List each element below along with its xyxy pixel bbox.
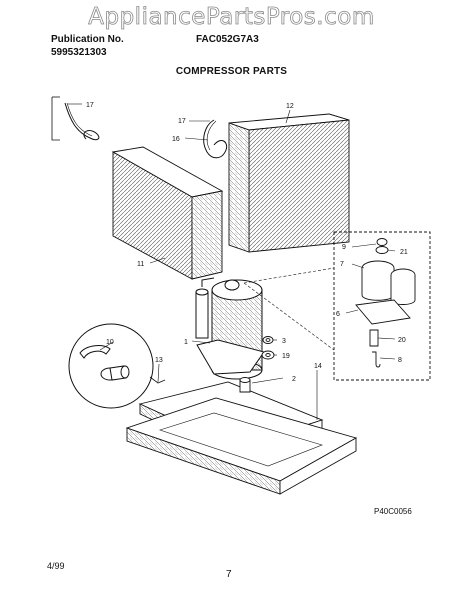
figure-code: P40C0056 [374,507,412,516]
callout-16: 16 [172,136,180,143]
model-number: FAC052G7A3 [196,34,259,45]
callout-6: 6 [336,311,340,318]
inset-connector [243,267,335,351]
tube-part-17-left [51,96,100,141]
revision-date: 4/99 [47,561,65,571]
callout-11: 11 [137,261,144,268]
publication-label: Publication No. [51,34,124,45]
callout-9: 9 [342,244,346,251]
callout-2: 2 [292,376,296,383]
callout-7: 7 [340,261,344,268]
capacitor-inset-part-10 [68,323,166,409]
callout-17-left: 17 [86,102,94,109]
callout-12: 12 [286,103,294,110]
grommet-part-3 [262,336,274,344]
washer-part-19 [261,350,275,360]
coil-part-11 [111,146,224,280]
callout-21: 21 [400,249,408,256]
publication-number: 5995321303 [51,47,107,58]
callout-19: 19 [282,353,290,360]
callout-14: 14 [314,363,322,370]
page-number: 7 [226,569,232,580]
base-pan-part-14 [125,397,358,495]
tube-part-16-17 [203,119,228,159]
coil-part-12 [228,113,350,253]
callout-13: 13 [155,357,163,364]
callout-10: 10 [106,339,114,346]
callout-17-center: 17 [178,118,186,125]
callout-20: 20 [398,337,406,344]
overload-inset-group [333,231,431,381]
watermark: AppliancePartsPros.com [88,4,375,31]
compressor-part-1 [195,277,265,380]
callout-3: 3 [282,338,286,345]
callout-8: 8 [398,357,402,364]
leader-lines [68,103,396,420]
section-title: COMPRESSOR PARTS [175,66,288,77]
callout-1: 1 [184,339,188,346]
mount-part-2 [239,377,251,393]
